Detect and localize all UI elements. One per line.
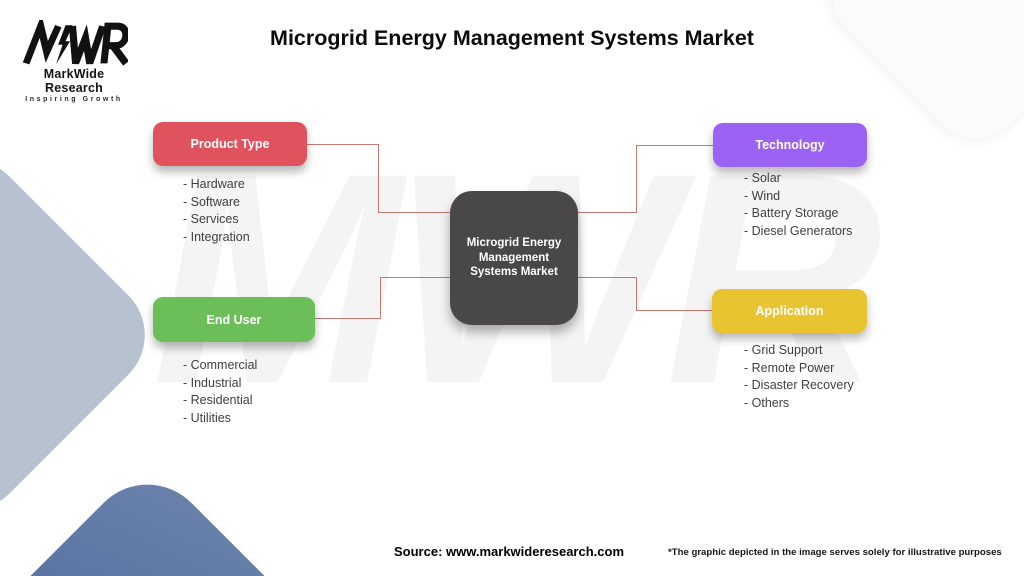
- list-item: - Commercial: [183, 358, 258, 372]
- markwide-research-logo: MarkWide Research Inspiring Growth: [16, 20, 132, 103]
- list-item: - Hardware: [183, 177, 245, 191]
- list-item: - Wind: [744, 188, 781, 203]
- section-list-application: - Grid Support - Remote Power - Disaster…: [744, 342, 854, 412]
- connector-application: [577, 277, 637, 278]
- section-box-end-user: End User: [153, 297, 315, 342]
- connector-technology: [636, 145, 637, 213]
- list-item: - Solar: [744, 171, 781, 185]
- list-item: - Remote Power: [744, 360, 835, 375]
- connector-technology: [577, 212, 637, 213]
- section-label: End User: [206, 312, 262, 327]
- section-list-product-type: - Hardware - Software - Services - Integ…: [183, 176, 250, 246]
- section-label: Application: [755, 304, 824, 318]
- connector-product-type: [378, 212, 451, 213]
- brand-tagline: Inspiring Growth: [25, 96, 123, 103]
- page-title: Microgrid Energy Management Systems Mark…: [270, 26, 754, 50]
- connector-end-user: [380, 277, 381, 319]
- list-item: - Disaster Recovery: [744, 378, 854, 393]
- list-item: - Services: [183, 212, 239, 227]
- section-list-technology: - Solar - Wind - Battery Storage - Diese…: [744, 170, 852, 240]
- list-item: - Residential: [183, 393, 253, 408]
- disclaimer-text: *The graphic depicted in the image serve…: [668, 547, 1002, 558]
- section-label: Product Type: [190, 137, 270, 151]
- section-list-end-user: - Commercial - Industrial - Residential …: [183, 357, 257, 427]
- section-box-product-type: Product Type: [153, 122, 307, 166]
- list-item: - Diesel Generators: [744, 223, 853, 238]
- list-item: - Utilities: [183, 410, 231, 425]
- list-item: - Battery Storage: [744, 206, 839, 221]
- connector-application: [636, 277, 637, 311]
- connector-end-user: [315, 318, 381, 319]
- central-node: Microgrid Energy Management Systems Mark…: [450, 191, 578, 325]
- list-item: - Integration: [183, 229, 250, 244]
- list-item: - Software: [183, 194, 240, 209]
- brand-name: MarkWide Research: [43, 67, 105, 95]
- section-box-application: Application: [712, 289, 867, 333]
- connector-end-user: [380, 277, 451, 278]
- list-item: - Industrial: [183, 375, 242, 390]
- section-label: Technology: [755, 138, 825, 152]
- connector-product-type: [307, 144, 379, 145]
- corner-diamond-bottom-left: [0, 458, 350, 576]
- list-item: - Grid Support: [744, 343, 823, 357]
- list-item: - Others: [744, 395, 790, 410]
- section-box-technology: Technology: [713, 123, 867, 167]
- connector-technology: [636, 145, 714, 146]
- mwr-logo-icon: [22, 20, 128, 66]
- source-text: Source: www.markwideresearch.com: [394, 544, 625, 559]
- connector-product-type: [378, 144, 379, 213]
- connector-application: [636, 310, 713, 311]
